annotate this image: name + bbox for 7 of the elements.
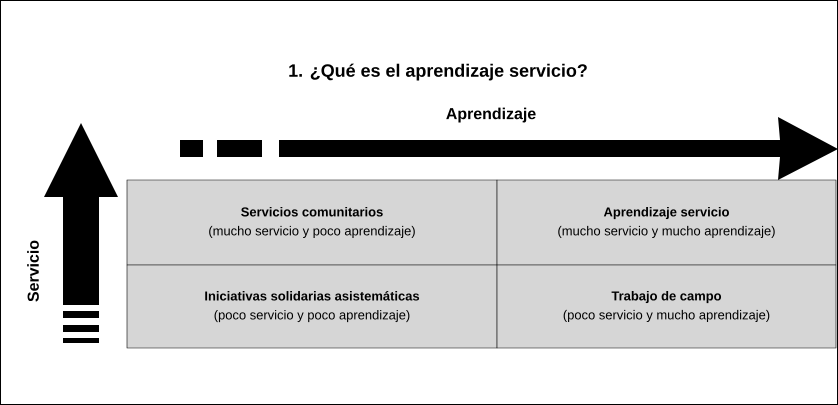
grid-cell: Iniciativas solidarias asistemáticas (poco servicio y poco aprendizaje) [126,264,498,348]
title: 1. ¿Qué es el aprendizaje servicio? [289,64,587,80]
grid-cell: Servicios comunitarios (mucho servicio y poco aprendizaje) [126,180,498,266]
axis-label: Servicio [27,240,39,302]
axis-label: Aprendizaje [446,108,536,122]
grid-cell: Aprendizaje servicio (mucho servicio y mucho aprendizaje) [496,180,836,266]
grid-cell: Trabajo de campo (poco servicio y mucho aprendizaje) [496,264,836,348]
